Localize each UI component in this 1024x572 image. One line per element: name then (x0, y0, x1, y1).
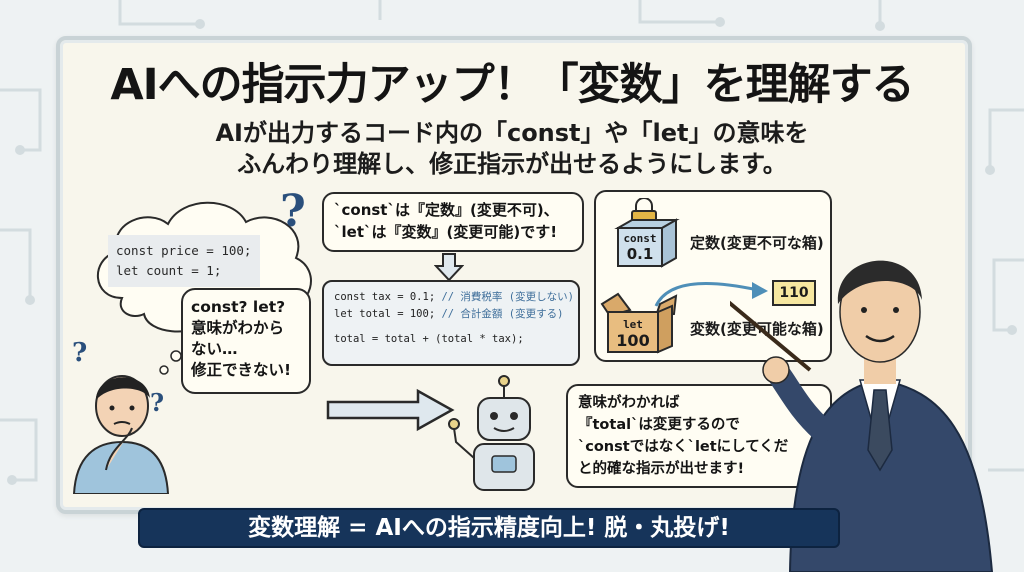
let-caption: 変数(変更可能な箱) (690, 320, 824, 338)
page-title: AIへの指示力アップ！「変数」を理解する (110, 60, 914, 110)
subtitle-line-1: AIが出力するコード内の「const」や「let」の意味を (215, 119, 809, 147)
new-value-note: 110 (772, 280, 816, 306)
let-box-label: let (623, 318, 643, 331)
explanation-line-2: `let`は『変数』(変更可能)です! (334, 223, 558, 241)
result-line-2: 『total`は変更するので (578, 417, 740, 433)
question-mark-icon: ? (72, 338, 88, 368)
code-line-3: total = total + (total * tax); (334, 333, 524, 345)
open-cardboard-box-icon (600, 292, 678, 354)
confused-line-4: 修正できない! (191, 361, 292, 379)
code-line-2: let total = 100; // 合計金額 (変更する) (334, 306, 568, 323)
const-box-value: 0.1 (626, 245, 654, 263)
question-mark-icon: ? (150, 388, 165, 417)
result-line-3: `constではなく`letにしてくだ (578, 439, 789, 455)
result-line-1: 意味がわかれば (578, 395, 680, 411)
presenter-businessman-illustration (730, 260, 994, 572)
code-line-1-code: const tax = 0.1; (334, 291, 442, 303)
explanation-line-1: `const`は『定数』(変更不可)、 (334, 201, 559, 219)
code-line-1: const tax = 0.1; // 消費税率 (変更しない) (334, 289, 574, 306)
let-box-value: 100 (616, 331, 650, 350)
thought-code-snippet: const price = 100; let count = 1; (108, 235, 260, 287)
const-caption: 定数(変更不可な箱) (690, 234, 824, 252)
subtitle-line-2: ふんわり理解し、修正指示が出せるようにします。 (237, 150, 787, 178)
thought-code-line-1: const price = 100; (116, 243, 252, 258)
question-mark-icon: ? (280, 186, 306, 237)
result-line-4: と的確な指示が出せます! (578, 461, 745, 477)
confused-line-1: const? let? (191, 298, 286, 316)
code-line-1-comment: // 消費税率 (変更しない) (441, 291, 574, 303)
const-box-label: const (623, 232, 657, 245)
robot-icon (448, 375, 535, 491)
code-line-2-code: let total = 100; (334, 308, 442, 320)
code-line-2-comment: // 合計金額 (変更する) (441, 308, 564, 320)
bottom-banner: 変数理解 = AIへの指示精度向上! 脱・丸投げ! (138, 508, 840, 548)
locked-box-icon (614, 198, 680, 268)
explanation-speech-bubble: `const`は『定数』(変更不可)、 `let`は『変数』(変更可能)です! (322, 192, 584, 252)
subtitle: AIが出力するコード内の「const」や「let」の意味を ふんわり理解し、修正… (0, 118, 1024, 180)
result-speech-bubble: 意味がわかれば 『total`は変更するので `constではなく`letにして… (566, 384, 832, 488)
confused-line-3: ない… (191, 340, 238, 358)
thought-code-line-2: let count = 1; (116, 263, 222, 278)
curved-arrow-icon (654, 282, 768, 307)
right-arrow-icon (326, 388, 455, 432)
confused-person-illustration (72, 375, 170, 494)
code-sample-panel: const tax = 0.1; // 消費税率 (変更しない)let tota… (322, 280, 580, 366)
confused-line-2: 意味がわから (191, 319, 285, 337)
down-arrow-icon (434, 253, 464, 282)
confused-speech-bubble: const? let? 意味がわから ない… 修正できない! (181, 288, 311, 394)
